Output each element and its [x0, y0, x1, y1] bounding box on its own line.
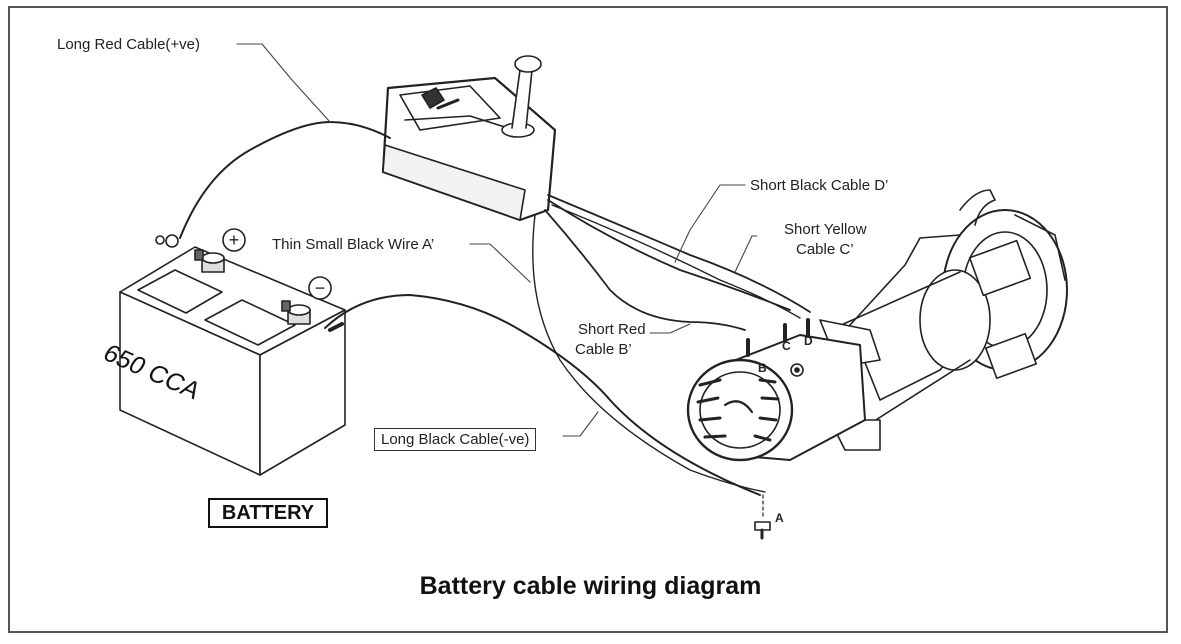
long-black-cable	[324, 294, 761, 496]
label-long-black-cable: Long Black Cable(-ve)	[374, 428, 537, 451]
battery	[119, 228, 346, 476]
motor	[686, 318, 866, 462]
terminal-c-label: C	[782, 339, 791, 353]
label-short-black-cable: Short Black Cable D’	[750, 177, 888, 194]
label-short-yellow-line2: Cable C’	[796, 241, 854, 258]
short-red-cable	[544, 209, 746, 331]
ground-bolt	[754, 494, 771, 540]
winch	[819, 189, 1068, 451]
terminal-d-label: D	[804, 334, 813, 348]
terminal-a-label: A	[775, 511, 784, 525]
long-red-cable	[179, 121, 391, 239]
terminal-b-label: B	[758, 361, 767, 375]
battery-tag: BATTERY	[208, 498, 328, 528]
label-short-red-line1: Short Red	[578, 321, 646, 338]
short-yellow-cable	[547, 199, 791, 311]
label-thin-black-wire: Thin Small Black Wire A’	[272, 236, 434, 253]
diagram-caption: Battery cable wiring diagram	[419, 572, 762, 600]
control-box	[381, 55, 557, 222]
label-long-red-cable: Long Red Cable(+ve)	[57, 36, 200, 53]
battery-plus-symbol: +	[229, 230, 240, 250]
battery-minus-symbol: −	[315, 278, 326, 298]
label-short-red-line2: Cable B’	[575, 341, 632, 358]
thin-black-wire	[532, 214, 766, 493]
short-black-cable	[547, 194, 811, 313]
label-short-yellow-line1: Short Yellow	[784, 221, 867, 238]
